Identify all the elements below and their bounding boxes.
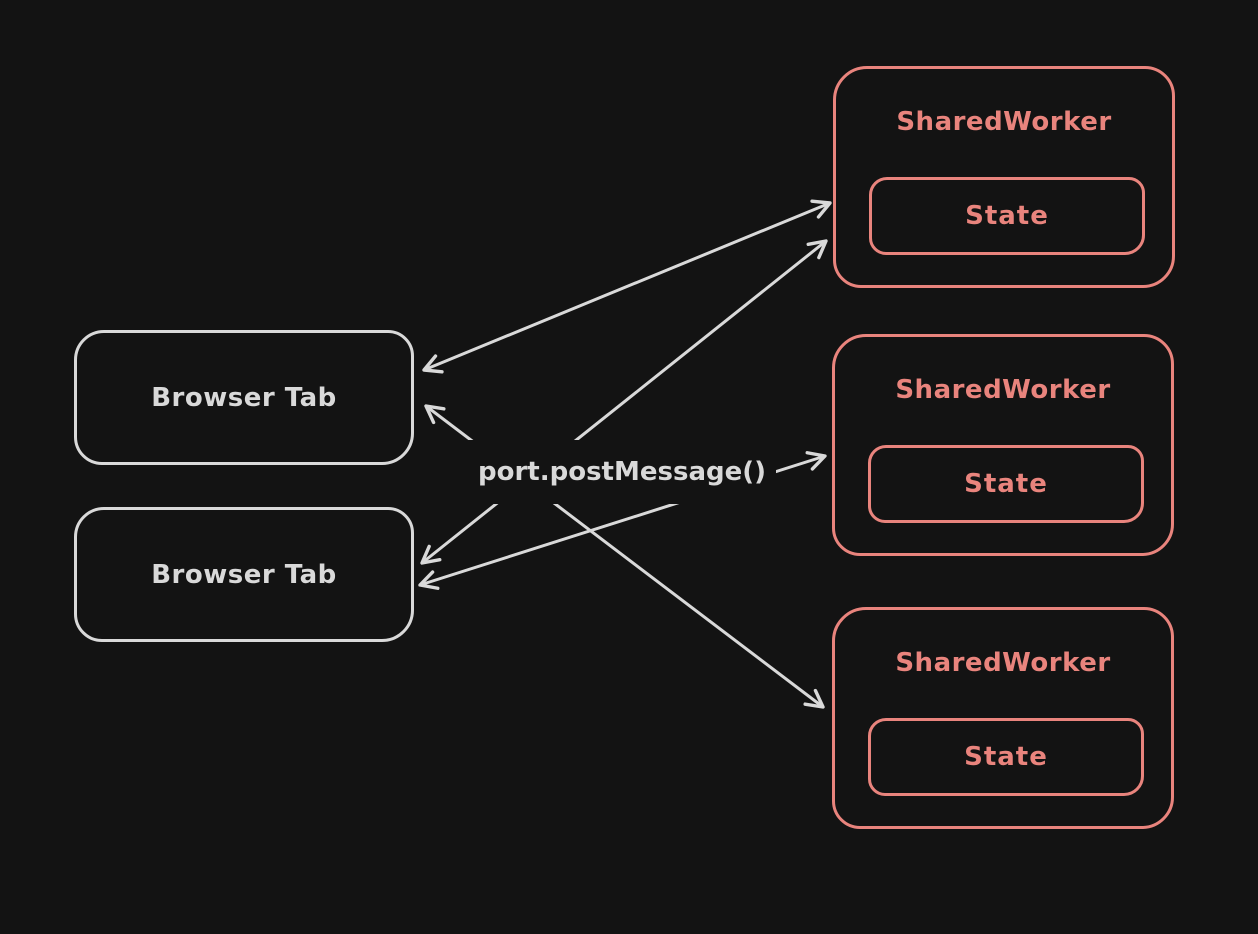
- shared-worker-3-box: SharedWorker State: [832, 607, 1174, 829]
- shared-worker-1-state-box: State: [869, 177, 1145, 255]
- shared-worker-1-box: SharedWorker State: [833, 66, 1175, 288]
- shared-worker-3-label: SharedWorker: [895, 648, 1111, 678]
- shared-worker-1-state-label: State: [965, 201, 1049, 231]
- shared-worker-3-state-box: State: [868, 718, 1144, 796]
- browser-tab-1-label: Browser Tab: [151, 382, 337, 413]
- shared-worker-2-box: SharedWorker State: [832, 334, 1174, 556]
- shared-worker-3-state-label: State: [964, 742, 1048, 772]
- browser-tab-2-box: Browser Tab: [74, 507, 414, 642]
- browser-tab-2-label: Browser Tab: [151, 559, 337, 590]
- browser-tab-1-box: Browser Tab: [74, 330, 414, 465]
- shared-worker-1-label: SharedWorker: [896, 107, 1112, 137]
- shared-worker-2-state-label: State: [964, 469, 1048, 499]
- shared-worker-2-label: SharedWorker: [895, 375, 1111, 405]
- shared-worker-2-state-box: State: [868, 445, 1144, 523]
- port-postmessage-label: port.postMessage(): [468, 440, 776, 504]
